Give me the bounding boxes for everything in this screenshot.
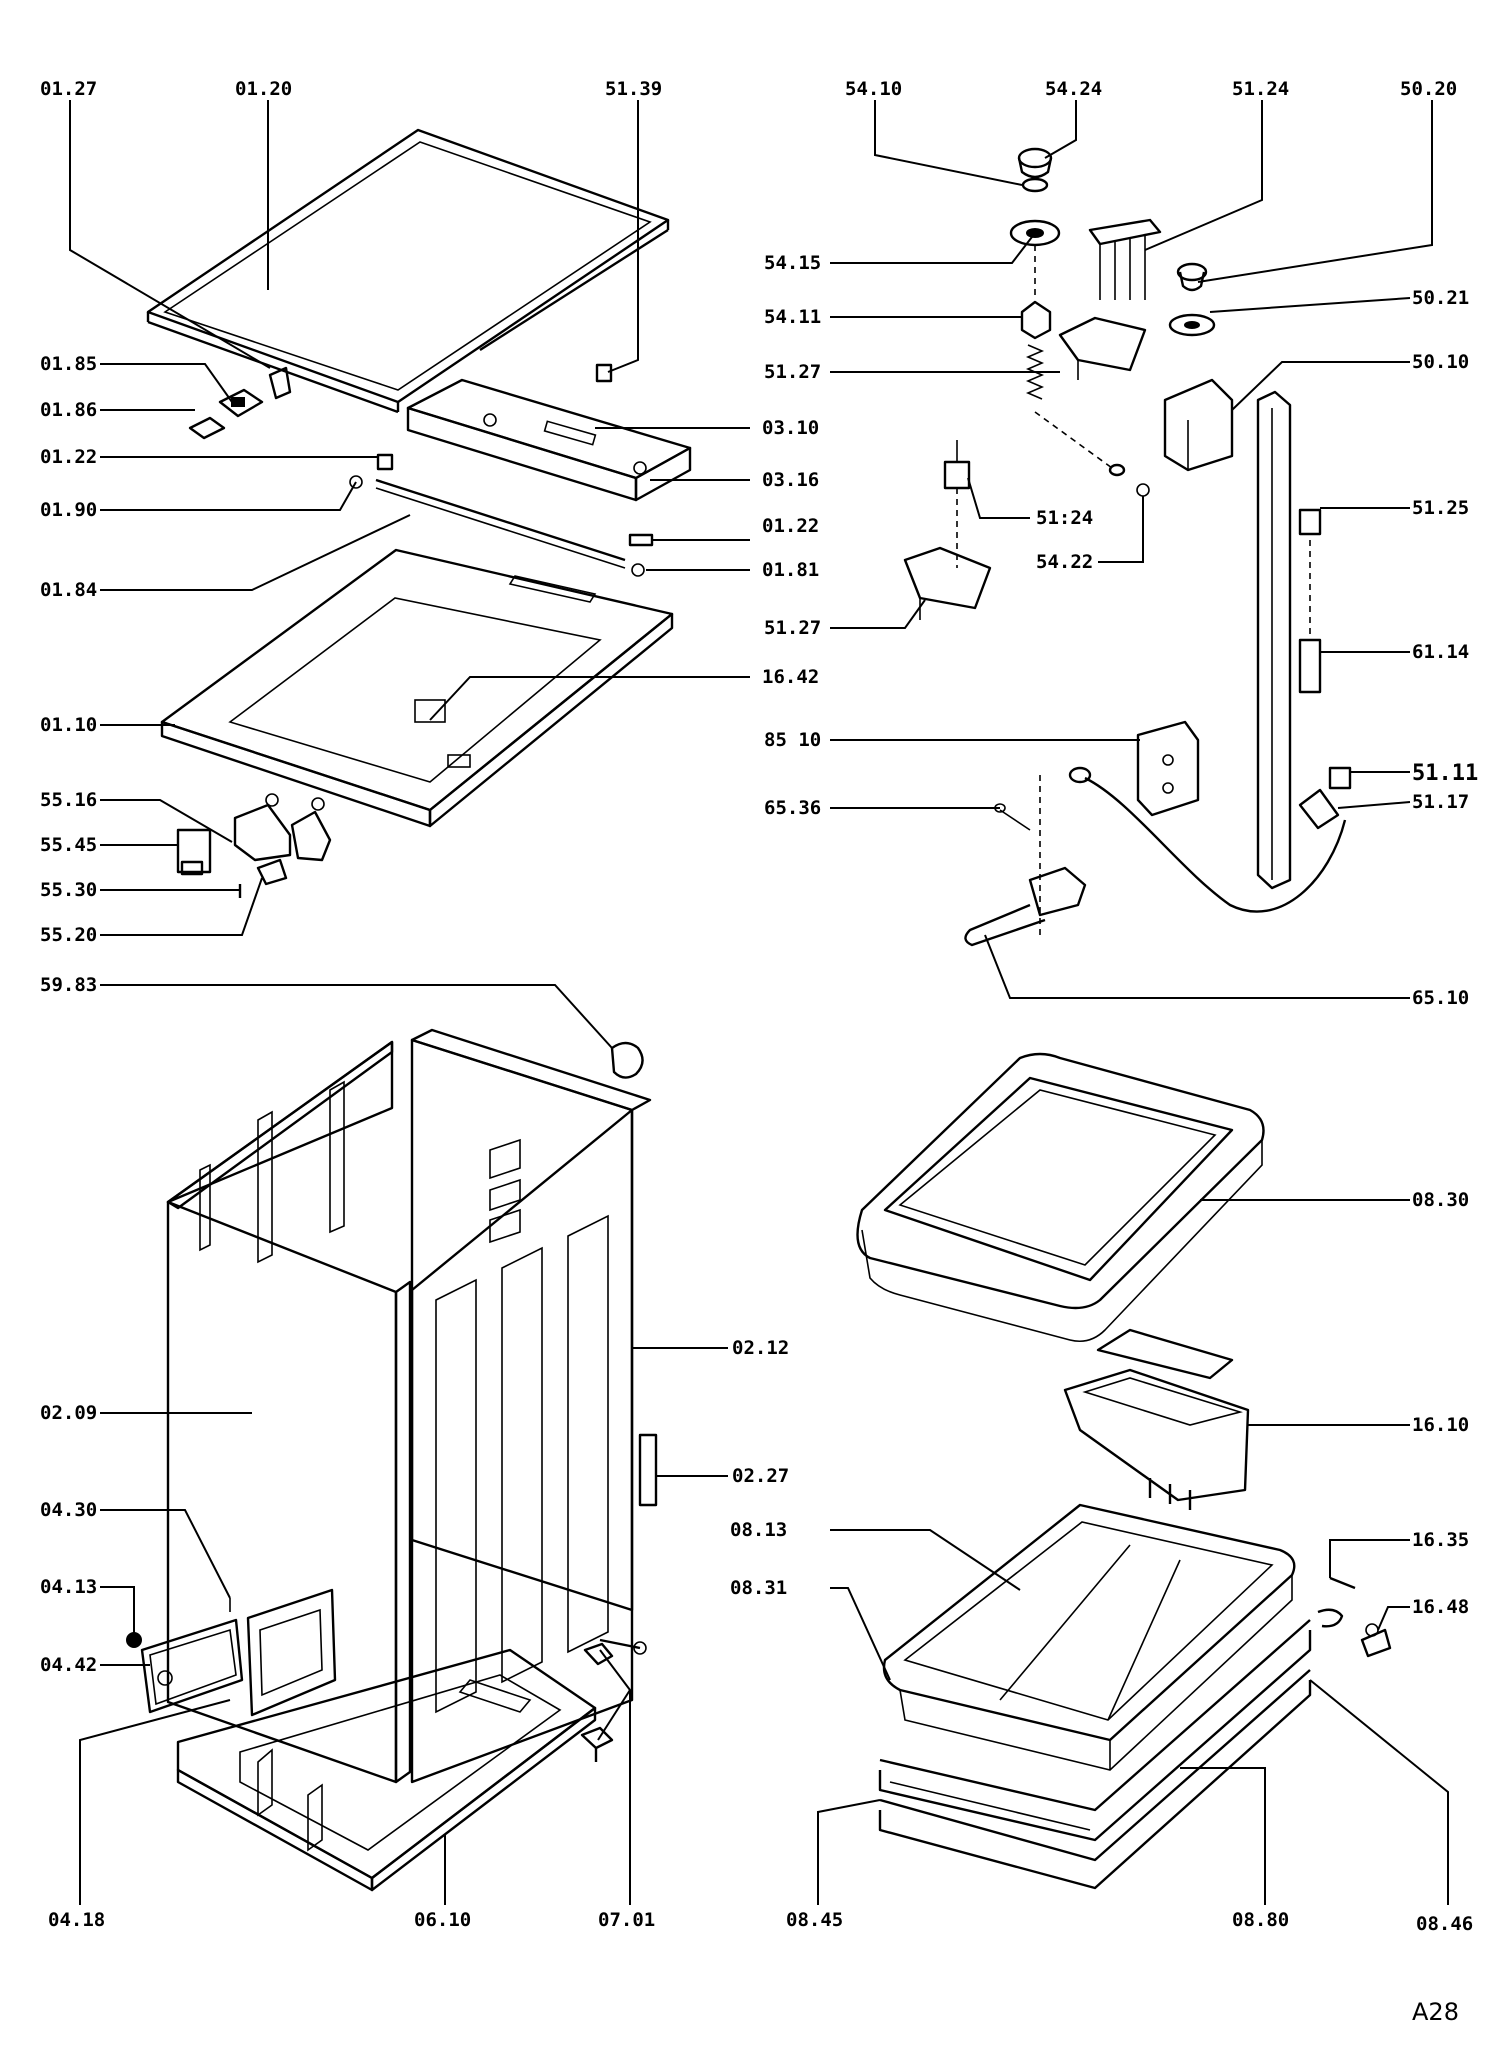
label-51-27-upper: 51.27 [764,361,821,383]
hinge-plate [638,1433,658,1507]
label-54-11: 54.11 [764,306,821,328]
label-04-18: 04.18 [48,1909,105,1931]
leader-lines [69,100,1449,1905]
clip-part [595,363,613,383]
label-54-24: 54.24 [1045,78,1102,100]
cabinet-assembly [126,1028,658,1892]
label-54-22: 54.22 [1036,551,1093,573]
lid-hinge-bracket [188,366,292,440]
rail-bar [375,478,626,562]
label-03-16: 03.16 [762,469,819,491]
label-04-42: 04.42 [40,1654,97,1676]
part-number-labels: 01.27 01.20 51.39 01.85 01.86 01.22 01.9… [40,78,1478,1935]
tub-ring [856,1052,1265,1343]
label-08-13: 08.13 [730,1519,787,1541]
control-assembly [903,147,1352,947]
label-51-17: 51.17 [1412,791,1469,813]
label-85-10: 85 10 [764,729,821,751]
top-lid-assembly [146,128,692,828]
label-51-11: 51.11 [1412,761,1478,786]
cabinet-right-panel [410,1028,652,1784]
bracket-block [376,453,394,471]
label-01-22-upper: 01.22 [40,446,97,468]
label-08-80: 08.80 [1232,1909,1289,1931]
label-01-10: 01.10 [40,714,97,736]
label-55-16: 55.16 [40,789,97,811]
label-51-24-lower: 51:24 [1036,507,1093,529]
base-frame [176,1648,597,1892]
label-01-85: 01.85 [40,353,97,375]
detergent-dispenser [1063,1328,1250,1510]
label-55-20: 55.20 [40,924,97,946]
top-cover-panel [146,128,670,414]
door-lock-assembly [176,793,332,898]
label-08-46: 08.46 [1416,1913,1473,1935]
label-04-13: 04.13 [40,1576,97,1598]
label-61-14: 61.14 [1412,641,1469,663]
elbow-fitting [610,1041,644,1079]
label-65-36: 65.36 [764,797,821,819]
label-59-83: 59.83 [40,974,97,996]
label-08-31: 08.31 [730,1577,787,1599]
label-54-15: 54.15 [764,252,821,274]
label-01-81: 01.81 [762,559,819,581]
cabinet-side-panel [166,1040,412,1784]
label-51-27-lower: 51.27 [764,617,821,639]
bracket-block [628,533,654,547]
label-51-39: 51.39 [605,78,662,100]
tub-assembly [856,1052,1392,1890]
label-16-48: 16.48 [1412,1596,1469,1618]
label-02-27: 02.27 [732,1465,789,1487]
tub-base-rings [878,1619,1312,1890]
label-04-30: 04.30 [40,1499,97,1521]
label-51-24-upper: 51.24 [1232,78,1289,100]
label-08-45: 08.45 [786,1909,843,1931]
label-16-42: 16.42 [762,666,819,688]
label-51-25: 51.25 [1412,497,1469,519]
label-54-10: 54.10 [845,78,902,100]
top-frame [160,548,674,828]
label-01-27: 01.27 [40,78,97,100]
label-01-22-lower: 01.22 [762,515,819,537]
label-03-10: 03.10 [762,417,819,439]
control-panel-fascia [406,378,692,502]
label-01-20: 01.20 [235,78,292,100]
label-01-86: 01.86 [40,399,97,421]
label-55-45: 55.45 [40,834,97,856]
label-16-35: 16.35 [1412,1529,1469,1551]
label-08-30: 08.30 [1412,1189,1469,1211]
label-50-21: 50.21 [1412,287,1469,309]
adjustable-foot [580,1638,647,1762]
service-door [126,1588,337,1717]
label-16-10: 16.10 [1412,1414,1469,1436]
label-65-10: 65.10 [1412,987,1469,1009]
sheet-id: A28 [1412,1998,1459,2026]
label-50-10: 50.10 [1412,351,1469,373]
label-50-20: 50.20 [1400,78,1457,100]
label-01-84: 01.84 [40,579,97,601]
label-02-09: 02.09 [40,1402,97,1424]
wash-tub [882,1503,1296,1771]
label-01-90: 01.90 [40,499,97,521]
label-07-01: 07.01 [598,1909,655,1931]
label-55-30: 55.30 [40,879,97,901]
label-06-10: 06.10 [414,1909,471,1931]
label-02-12: 02.12 [732,1337,789,1359]
